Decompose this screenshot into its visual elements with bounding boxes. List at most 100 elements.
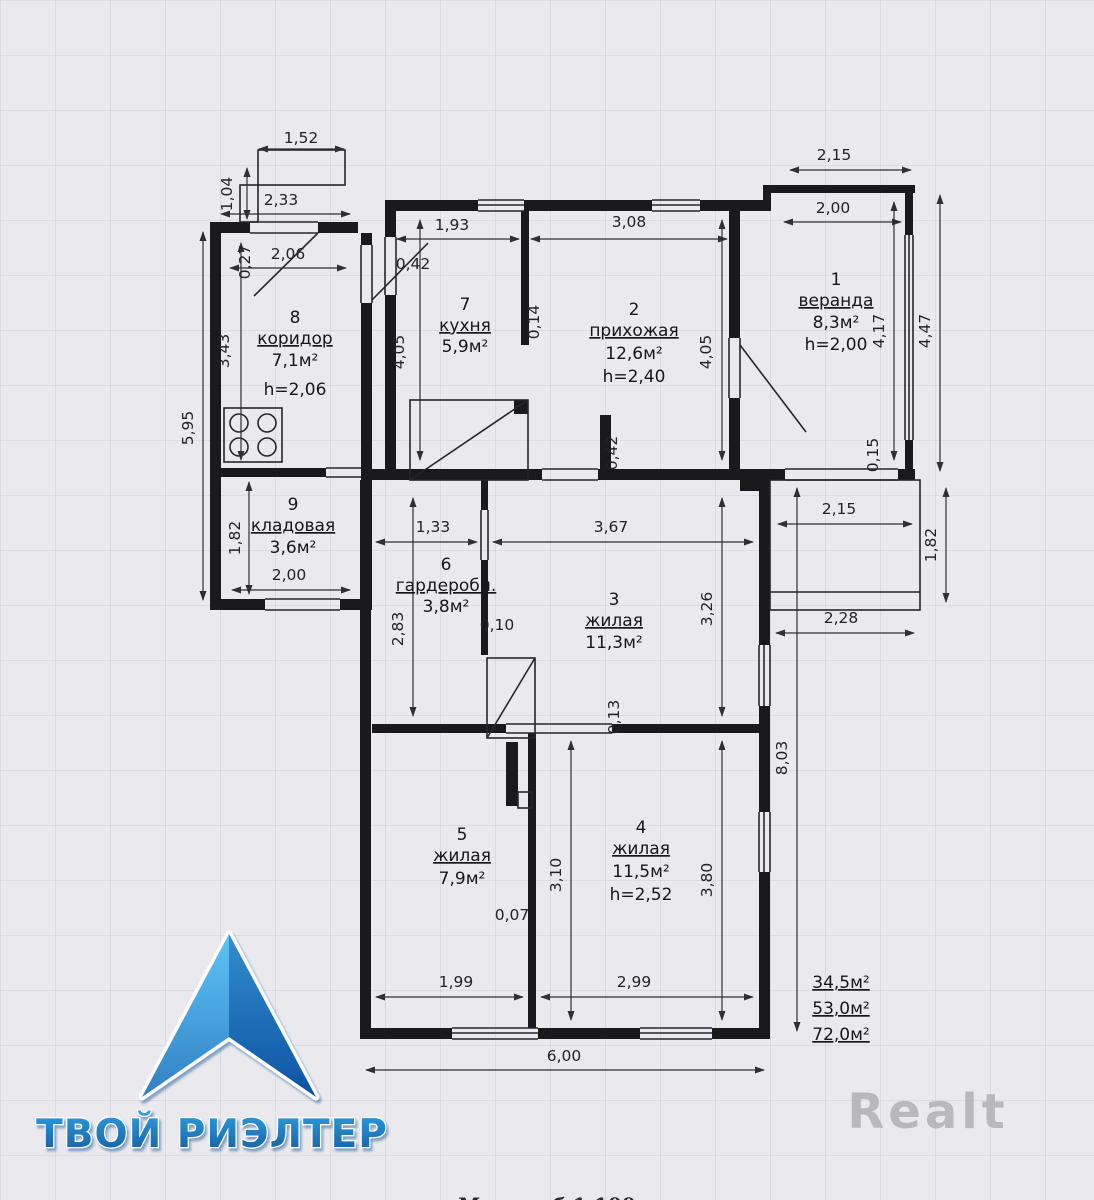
dim-chimney-side: 1,04 xyxy=(218,177,236,212)
room3-area: 11,3м² xyxy=(585,633,643,653)
total-area-3: 72,0м² xyxy=(812,1025,870,1045)
room5-area: 7,9м² xyxy=(439,869,486,889)
room1-name: веранда xyxy=(799,291,874,311)
dim-room3-right: 3,26 xyxy=(698,592,716,627)
room9-area: 3,6м² xyxy=(270,538,317,558)
room-label-kladovaya: 9 кладовая 3,6м² xyxy=(251,495,335,558)
room-label-prihozhaya: 2 прихожая 12,6м² h=2,40 xyxy=(589,300,678,387)
room9-name: кладовая xyxy=(251,516,335,536)
scale-note: Масштаб 1:100 xyxy=(458,1193,635,1200)
dim-veranda-corner: 0,15 xyxy=(864,438,882,473)
area-totals: 34,5м² 53,0м² 72,0м² xyxy=(812,973,870,1045)
dim-veranda-top-outer: 2,15 xyxy=(817,146,852,164)
dim-kladovaya-bottom: 2,00 xyxy=(272,566,307,584)
dim-room5-mid: 3,10 xyxy=(547,858,565,893)
dim-koridor-height: 3,43 xyxy=(215,334,233,369)
room6-name: гардеробн. xyxy=(396,576,497,596)
dim-mid-partition: 0,13 xyxy=(605,700,623,735)
room4-height: h=2,52 xyxy=(610,885,673,905)
dim-left-total: 5,95 xyxy=(179,411,197,446)
dim-garderob-partition: 0,10 xyxy=(480,616,515,634)
dim-kitchen-left: 4,05 xyxy=(390,335,408,370)
room8-number: 8 xyxy=(290,308,301,328)
room-label-zhilaya-3: 3 жилая 11,3м² xyxy=(585,590,643,653)
room5-number: 5 xyxy=(457,825,468,845)
stove-icon xyxy=(223,407,283,463)
room-label-veranda: 1 веранда 8,3м² h=2,00 xyxy=(799,270,874,355)
dim-veranda-top-inner: 2,00 xyxy=(816,199,851,217)
room2-number: 2 xyxy=(629,300,640,320)
dim-bottom-total: 6,00 xyxy=(547,1047,582,1065)
dim-room5-bottom: 1,99 xyxy=(439,973,474,991)
walls-layer xyxy=(210,185,915,1039)
room2-name: прихожая xyxy=(589,321,678,341)
room1-number: 1 xyxy=(831,270,842,290)
door-swing-entry xyxy=(253,232,319,297)
dim-entry-top: 2,33 xyxy=(264,191,299,209)
agency-watermark-text: ТВОЙ РИЭЛТЕР xyxy=(36,1110,388,1157)
dim-porch-right: 1,82 xyxy=(922,528,940,563)
chimney-symbol xyxy=(239,149,346,223)
room-label-koridor: 8 коридор 7,1м² h=2,06 xyxy=(257,308,332,400)
room6-number: 6 xyxy=(441,555,452,575)
room-labels-layer: 1 веранда 8,3м² h=2,00 2 прихожая 12,6м²… xyxy=(251,270,874,905)
dim-kitchen-top: 1,93 xyxy=(435,216,470,234)
room-label-kuhnya: 7 кухня 5,9м² xyxy=(439,295,491,357)
room8-name: коридор xyxy=(257,329,332,349)
room1-area: 8,3м² xyxy=(813,313,860,333)
dim-room3-top: 3,67 xyxy=(594,518,629,536)
door-leaf xyxy=(506,742,518,806)
dim-right-total: 8,03 xyxy=(773,741,791,776)
room-label-zhilaya-4: 4 жилая 11,5м² h=2,52 xyxy=(610,818,673,905)
wardrobe-symbol xyxy=(486,657,536,809)
dim-veranda-right-inner: 4,17 xyxy=(870,314,888,349)
dim-room4-right: 3,80 xyxy=(698,863,716,898)
dim-garderob-top: 1,33 xyxy=(416,518,451,536)
kitchen-hatch-corner xyxy=(514,400,528,414)
room5-name: жилая xyxy=(433,846,491,866)
dim-hall-right: 4,05 xyxy=(697,335,715,370)
total-area-2: 53,0м² xyxy=(812,999,870,1019)
room9-number: 9 xyxy=(288,495,299,515)
room4-area: 11,5м² xyxy=(612,862,670,882)
dimension-lines-layer xyxy=(199,145,950,1074)
dim-chimney-width: 1,52 xyxy=(284,129,319,147)
dim-veranda-right-outer: 4,47 xyxy=(916,314,934,349)
dim-hall-top: 3,08 xyxy=(612,213,647,231)
room-label-zhilaya-5: 5 жилая 7,9м² xyxy=(433,825,491,889)
dim-hall-stub: 0,42 xyxy=(603,436,621,471)
dim-koridor-width: 2,06 xyxy=(271,245,306,263)
door-swing-veranda xyxy=(739,344,807,433)
dim-partition-kitchen: 0,14 xyxy=(525,305,543,340)
dim-rooms45-partition: 0,07 xyxy=(495,906,530,924)
openings-layer xyxy=(223,149,921,1040)
room2-height: h=2,40 xyxy=(603,367,666,387)
room4-number: 4 xyxy=(636,818,647,838)
room7-name: кухня xyxy=(439,316,491,336)
portal-watermark-text: Realt xyxy=(847,1084,1008,1140)
dim-room4-bottom: 2,99 xyxy=(617,973,652,991)
room7-number: 7 xyxy=(460,295,471,315)
agency-logo-icon xyxy=(138,930,320,1101)
dim-porch-bottom: 2,28 xyxy=(824,609,859,627)
dim-porch-top: 2,15 xyxy=(822,500,857,518)
room-label-garderobnaya: 6 гардеробн. 3,8м² xyxy=(396,555,497,617)
room2-area: 12,6м² xyxy=(605,344,663,364)
room8-height: h=2,06 xyxy=(264,380,327,400)
total-area-1: 34,5м² xyxy=(812,973,870,993)
dim-offset-top-left: 0,27 xyxy=(236,245,254,280)
room8-area: 7,1м² xyxy=(272,351,319,371)
dim-garderob-left: 2,83 xyxy=(389,612,407,647)
room4-name: жилая xyxy=(612,839,670,859)
dimension-labels-layer: 1,52 2,33 2,06 0,42 1,93 3,08 2,15 2,00 … xyxy=(179,129,940,1065)
dim-kitchen-door: 0,42 xyxy=(396,255,431,273)
room3-name: жилая xyxy=(585,611,643,631)
agency-watermark: ТВОЙ РИЭЛТЕР xyxy=(35,930,388,1158)
room3-number: 3 xyxy=(609,590,620,610)
room6-area: 3,8м² xyxy=(423,597,470,617)
room7-area: 5,9м² xyxy=(442,337,489,357)
cellar-hatch-symbol xyxy=(409,399,529,481)
dim-kladovaya-height: 1,82 xyxy=(226,521,244,556)
